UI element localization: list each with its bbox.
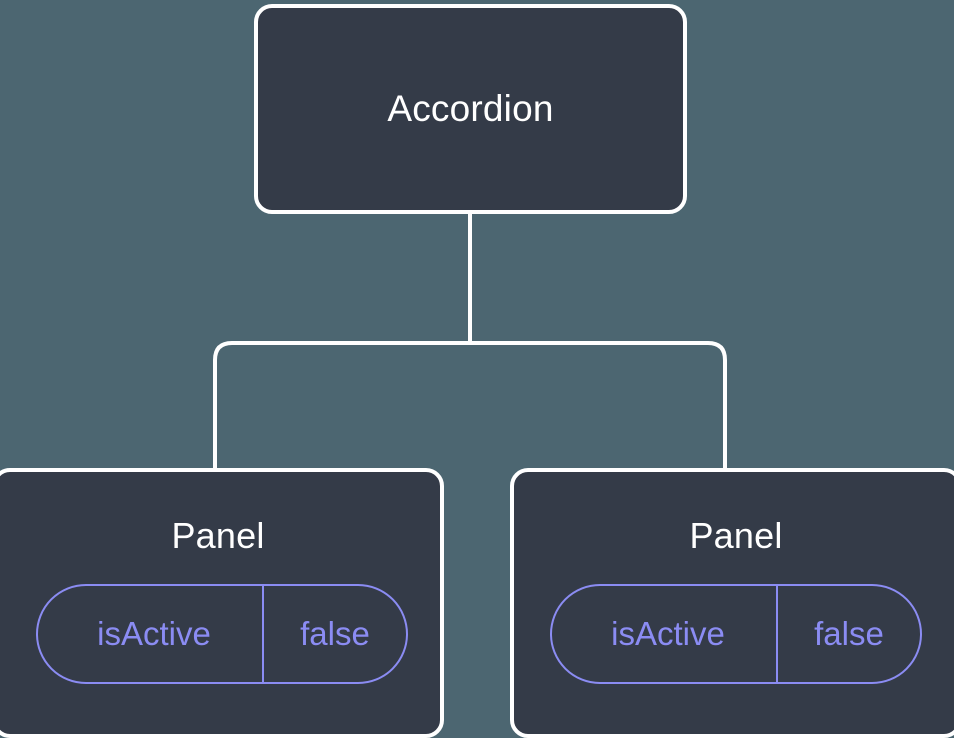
- state-badge-panel-1[interactable]: isActive false: [36, 583, 408, 684]
- node-accordion[interactable]: Accordion: [254, 4, 687, 214]
- state-badge-panel-2[interactable]: isActive false: [550, 583, 922, 684]
- node-panel-2-label: Panel: [689, 515, 783, 556]
- connector-branch-right: [470, 341, 727, 470]
- node-panel-1[interactable]: Panel isActive false: [0, 468, 444, 738]
- state-badge-panel-2-key: isActive: [611, 614, 725, 652]
- state-badge-panel-2-divider: [776, 585, 778, 682]
- node-panel-2[interactable]: Panel isActive false: [510, 468, 954, 738]
- state-badge-panel-1-value: false: [300, 614, 370, 652]
- node-accordion-label: Accordion: [387, 87, 554, 129]
- connector-branch-left: [213, 341, 470, 470]
- state-badge-panel-1-divider: [262, 585, 264, 682]
- node-panel-1-label: Panel: [171, 515, 265, 556]
- state-badge-panel-1-key: isActive: [97, 614, 211, 652]
- state-badge-panel-2-value: false: [814, 614, 884, 652]
